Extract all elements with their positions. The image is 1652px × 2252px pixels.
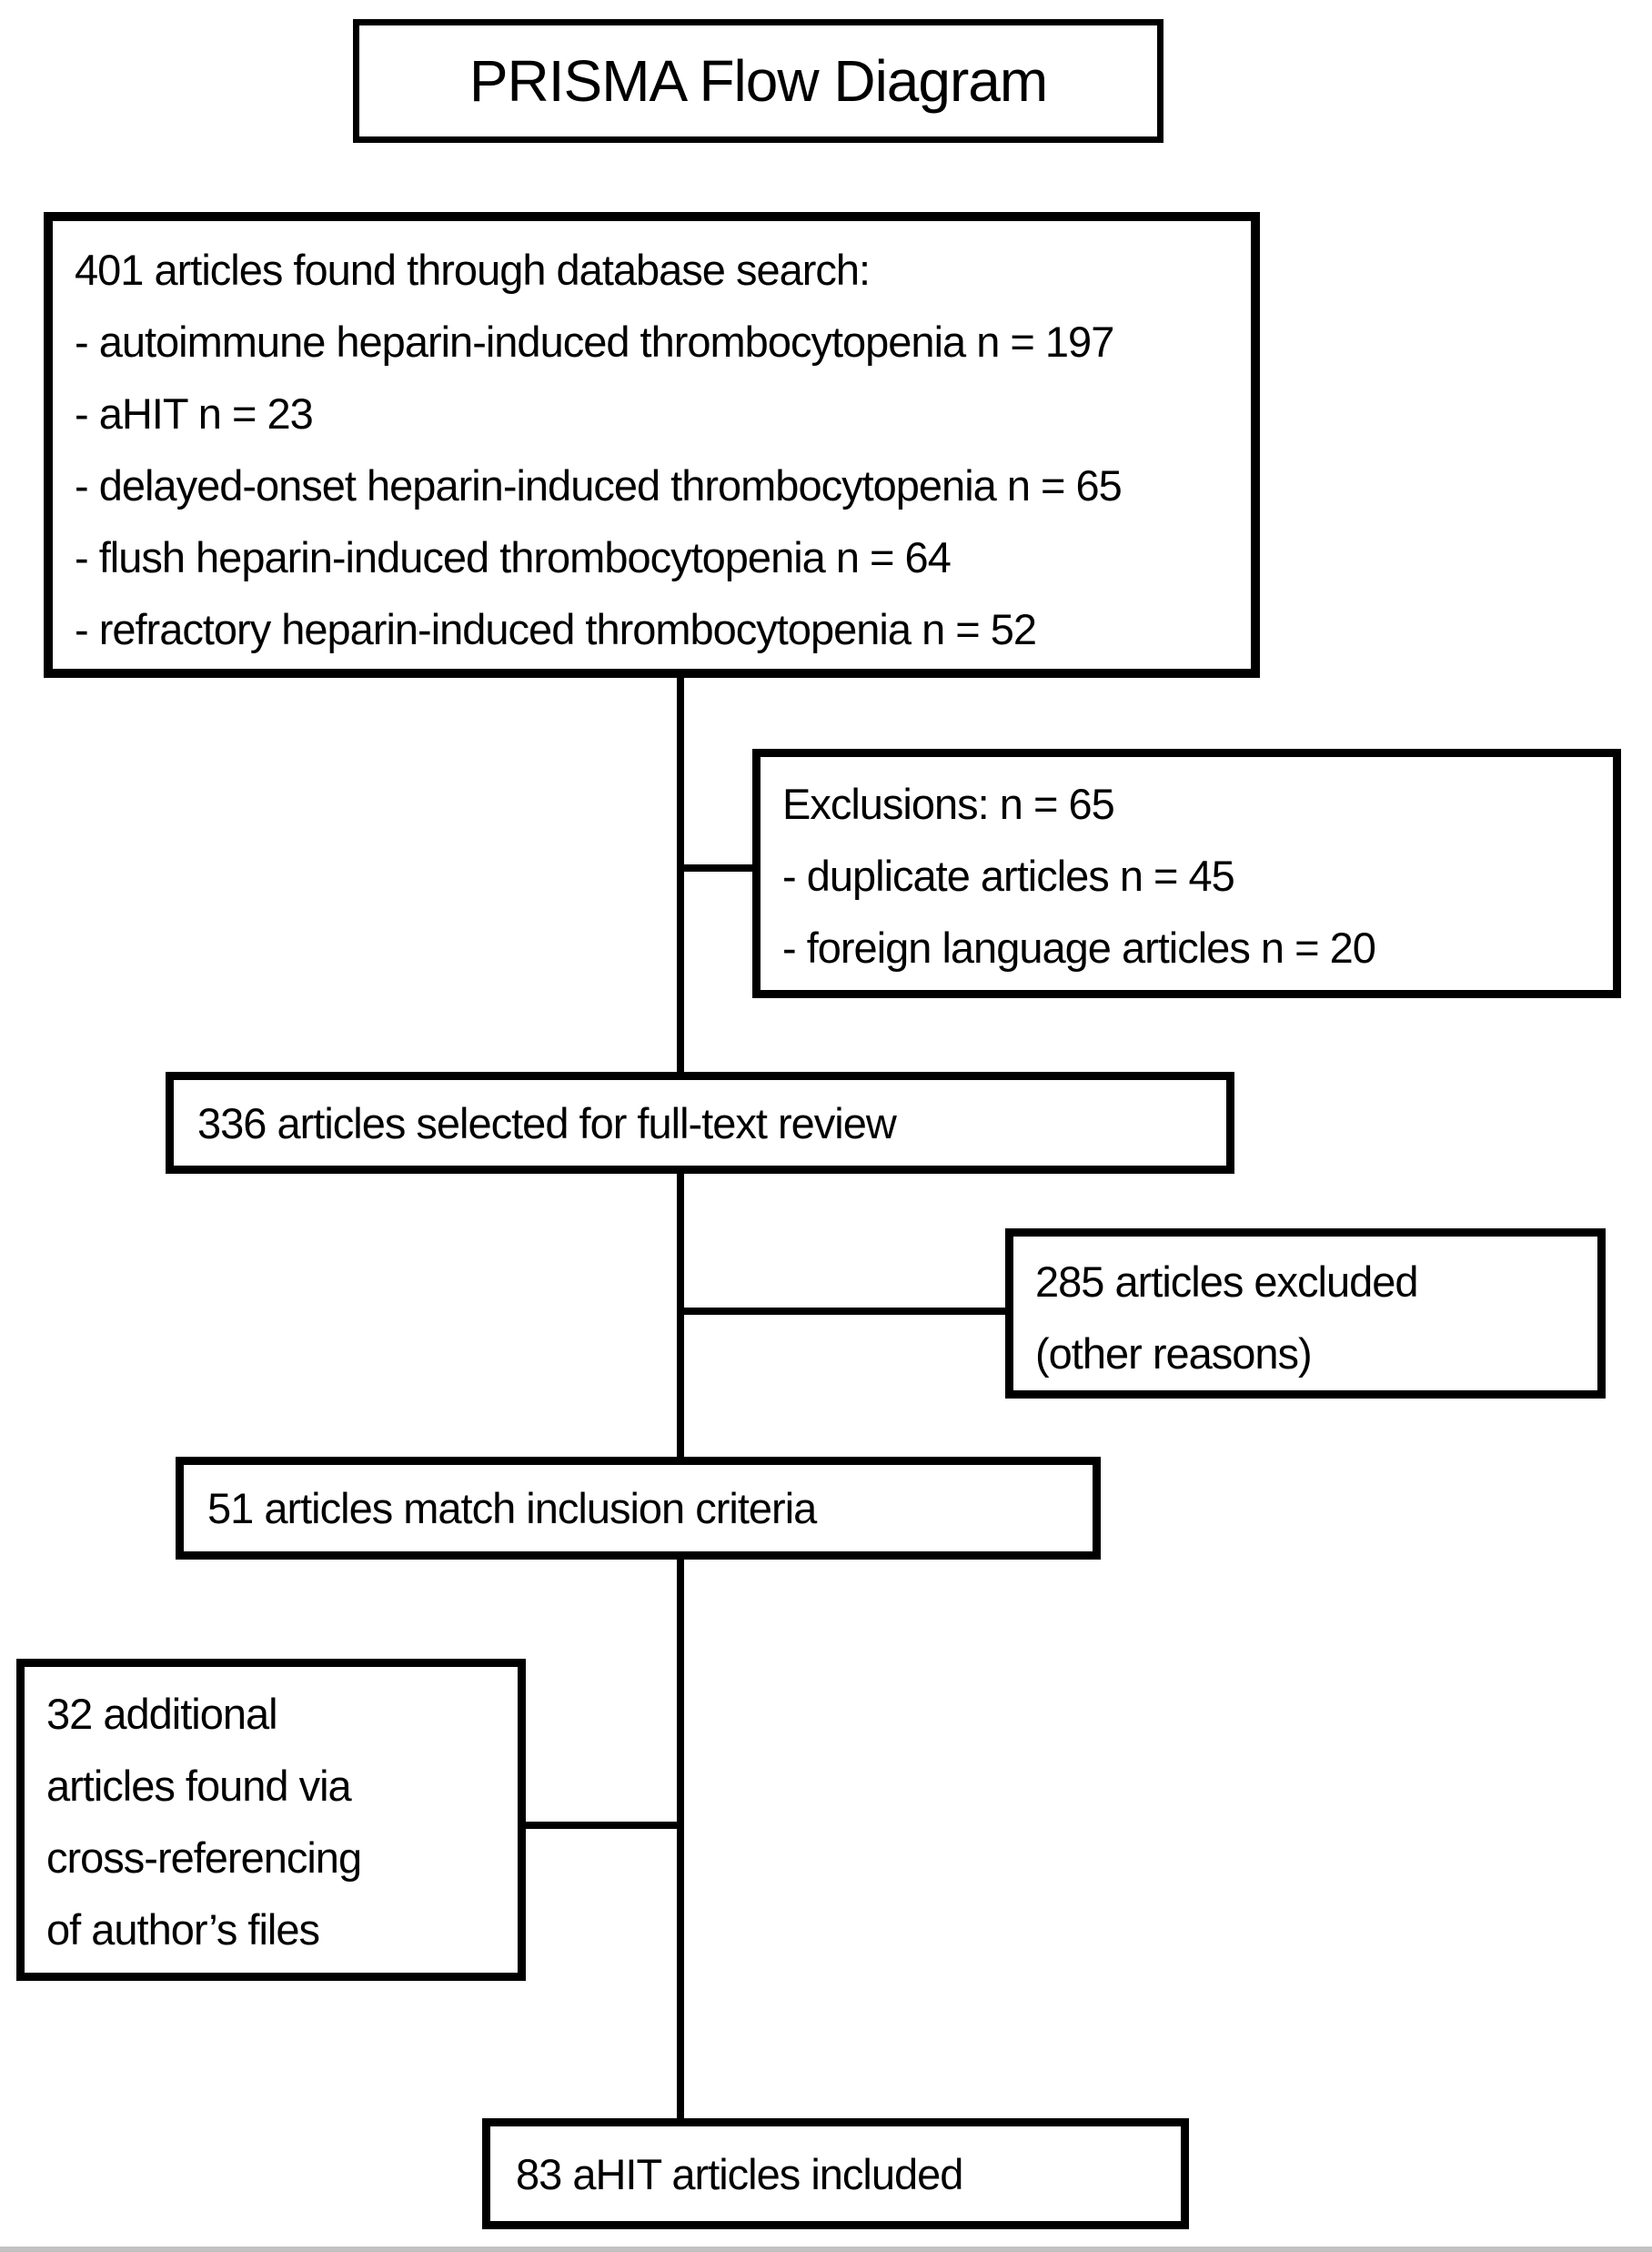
exclusions-heading: Exclusions: n = 65 <box>782 780 1115 828</box>
excluded-other-line: 285 articles excluded <box>1035 1257 1419 1306</box>
included-box: 83 aHIT articles included <box>482 2118 1189 2229</box>
connector-spine-middle <box>677 1174 684 1457</box>
exclusions-item: - foreign language articles n = 20 <box>782 924 1376 972</box>
database-search-box: 401 articles found through database sear… <box>44 212 1260 678</box>
cross-referencing-line: cross-referencing <box>46 1833 362 1882</box>
inclusion-criteria-box: 51 articles match inclusion criteria <box>176 1457 1101 1560</box>
connector-spine-top <box>677 678 684 1072</box>
excluded-other-box: 285 articles excluded (other reasons) <box>1005 1228 1606 1399</box>
cross-referencing-box: 32 additional articles found via cross-r… <box>16 1659 526 1981</box>
database-search-heading: 401 articles found through database sear… <box>75 246 871 294</box>
database-search-item: - aHIT n = 23 <box>75 389 314 438</box>
database-search-item: - delayed-onset heparin-induced thromboc… <box>75 461 1123 510</box>
connector-branch-exclusions <box>677 864 756 872</box>
database-search-item: - flush heparin-induced thrombocytopenia… <box>75 533 952 581</box>
database-search-item: - autoimmune heparin-induced thrombocyto… <box>75 318 1114 366</box>
exclusions-box: Exclusions: n = 65 - duplicate articles … <box>752 749 1621 998</box>
connector-spine-bottom <box>677 1560 684 2118</box>
cross-referencing-line: articles found via <box>46 1762 352 1810</box>
full-text-review-text: 336 articles selected for full-text revi… <box>197 1098 897 1147</box>
connector-branch-cross-referencing <box>522 1822 680 1829</box>
connector-branch-excluded-other <box>677 1308 1009 1315</box>
exclusions-item: - duplicate articles n = 45 <box>782 852 1235 900</box>
included-text: 83 aHIT articles included <box>516 2149 963 2198</box>
excluded-other-line: (other reasons) <box>1035 1329 1313 1378</box>
database-search-item: - refractory heparin-induced thrombocyto… <box>75 605 1037 653</box>
cross-referencing-line: 32 additional <box>46 1690 278 1738</box>
cross-referencing-line: of author’s files <box>46 1905 320 1954</box>
full-text-review-box: 336 articles selected for full-text revi… <box>166 1072 1234 1174</box>
inclusion-criteria-text: 51 articles match inclusion criteria <box>207 1484 817 1532</box>
diagram-title: PRISMA Flow Diagram <box>468 48 1048 114</box>
title-box: PRISMA Flow Diagram <box>353 19 1163 143</box>
bottom-edge-strip <box>0 2247 1652 2252</box>
